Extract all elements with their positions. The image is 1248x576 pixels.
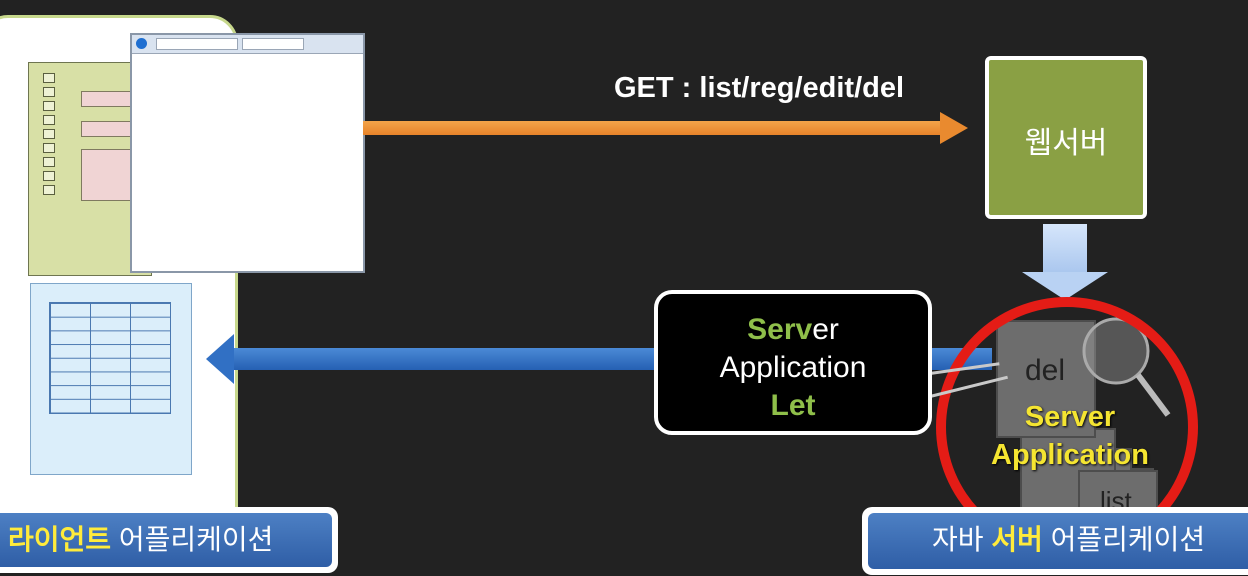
- servlet-callout: Server Application Let: [654, 290, 932, 435]
- browser-address-bar: [156, 38, 238, 50]
- web-server-box: 웹서버: [985, 56, 1147, 219]
- checkbox-icon: [43, 101, 55, 111]
- browser-window-icon: [130, 33, 365, 273]
- checkbox-icon: [43, 143, 55, 153]
- client-label-text: 어플리케이션: [111, 524, 274, 555]
- browser-logo-icon: [136, 38, 147, 49]
- web-server-label: 웹서버: [1024, 127, 1108, 160]
- callout-text: er: [812, 313, 839, 346]
- checkbox-icon: [43, 185, 55, 195]
- table-document-icon: [30, 283, 192, 475]
- callout-highlight: Serv: [747, 313, 813, 346]
- callout-line-2: Application: [719, 351, 867, 384]
- browser-tab: [242, 38, 304, 50]
- request-arrow: [363, 121, 943, 135]
- forward-arrow-head: [1022, 272, 1108, 300]
- server-app-label-bar: 자바 서버 어플리케이션: [868, 513, 1248, 569]
- request-label: GET : list/reg/edit/del: [614, 72, 905, 104]
- server-label-prefix: 자바: [932, 524, 992, 555]
- form-textarea: [81, 149, 139, 201]
- checkbox-icon: [43, 129, 55, 139]
- server-app-label: 자바 서버 어플리케이션: [862, 507, 1248, 575]
- checkbox-icon: [43, 171, 55, 181]
- checkbox-icon: [43, 115, 55, 125]
- server-label-highlight: 서버: [991, 524, 1043, 555]
- callout-line-3: Let: [770, 389, 816, 422]
- forward-arrow: [1043, 224, 1087, 274]
- checkbox-icon: [43, 157, 55, 167]
- checkbox-icon: [43, 87, 55, 97]
- checkbox-icon: [43, 73, 55, 83]
- server-label-text: 어플리케이션: [1042, 524, 1206, 555]
- table-grid: [49, 302, 171, 414]
- browser-toolbar: [132, 35, 363, 54]
- client-app-label: 라이언트 어플리케이션: [0, 507, 338, 573]
- callout-line-1: Server: [658, 311, 928, 349]
- client-app-label-bar: 라이언트 어플리케이션: [0, 513, 332, 567]
- client-label-highlight: 라이언트: [8, 524, 112, 555]
- response-arrow-head: [206, 334, 234, 384]
- request-arrow-head: [940, 112, 968, 144]
